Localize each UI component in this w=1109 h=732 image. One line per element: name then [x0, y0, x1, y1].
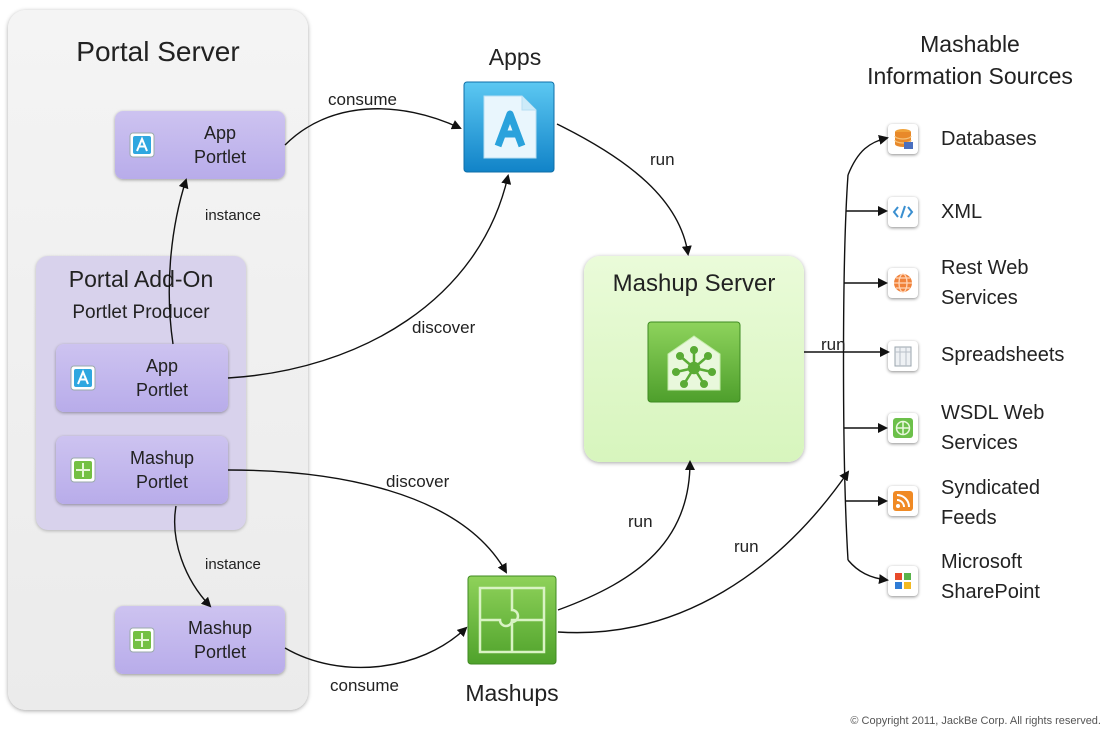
portal-mashup-portlet-line1: Mashup — [187, 618, 253, 638]
label-consume-bottom: consume — [330, 676, 399, 695]
portal-server-title: Portal Server — [76, 36, 240, 67]
source-wsdl-label: WSDL Web Services — [941, 398, 1044, 458]
portal-addon-title: Portal Add-On — [68, 266, 214, 292]
source-feeds-line2: Feeds — [941, 507, 997, 529]
source-rest-line2: Services — [941, 287, 1018, 309]
source-wsdl-line1: WSDL Web — [941, 402, 1045, 424]
arrow-consume-app — [284, 108, 462, 146]
arrow-consume-mashups — [284, 626, 468, 669]
app-portlet-icon — [129, 132, 155, 158]
arrow-instance-mashup — [174, 505, 212, 608]
label-run-mashups-sources: run — [734, 537, 759, 556]
arrow-instance-app — [168, 178, 189, 345]
database-icon — [888, 124, 918, 154]
wsdl-icon — [888, 413, 918, 443]
source-spreadsheets-label: Spreadsheets — [941, 344, 1065, 366]
sources-title: Mashable Information Sources — [840, 28, 1100, 92]
sources-title-line1: Mashable — [920, 31, 1020, 57]
copyright-notice: © Copyright 2011, JackBe Corp. All right… — [850, 715, 1101, 727]
portal-addon-subtitle: Portlet Producer — [72, 302, 210, 323]
source-xml-label: XML — [941, 201, 983, 223]
rest-web-services-icon — [888, 268, 918, 298]
apps-title: Apps — [488, 44, 542, 70]
apps-icon — [463, 81, 555, 173]
addon-mashup-portlet-line1: Mashup — [129, 448, 195, 468]
label-discover-bottom: discover — [386, 472, 450, 491]
sources-title-line2: Information Sources — [867, 63, 1073, 89]
fanout-sharepoint — [847, 559, 889, 585]
source-databases-label: Databases — [941, 128, 1037, 150]
arrow-discover-mashups — [227, 469, 507, 574]
source-sharepoint-label: Microsoft SharePoint — [941, 547, 1040, 607]
source-sharepoint-line2: SharePoint — [941, 581, 1040, 603]
source-wsdl-line2: Services — [941, 432, 1018, 454]
mashup-server-hub-icon — [647, 321, 741, 403]
mashup-portlet-icon — [129, 627, 155, 653]
fanout-databases — [847, 134, 889, 176]
mashup-portlet-icon — [70, 457, 96, 483]
arrow-discover-apps — [227, 174, 512, 379]
label-instance-bottom: instance — [205, 556, 261, 573]
source-sharepoint-line1: Microsoft — [941, 551, 1023, 573]
rss-feed-icon — [888, 486, 918, 516]
spreadsheet-icon — [888, 341, 918, 371]
label-run-server: run — [821, 335, 846, 354]
label-discover-top: discover — [412, 318, 476, 337]
addon-mashup-portlet-line2: Portlet — [135, 472, 189, 492]
label-consume-top: consume — [328, 90, 397, 109]
portal-app-portlet-line2: Portlet — [193, 147, 247, 167]
label-instance-top: instance — [205, 207, 261, 224]
portal-mashup-portlet-line2: Portlet — [193, 642, 247, 662]
sharepoint-icon — [888, 566, 918, 596]
source-feeds-line1: Syndicated — [941, 477, 1040, 499]
fanout-trunk — [842, 174, 849, 561]
label-run-apps: run — [650, 150, 675, 169]
mashups-puzzle-icon — [467, 575, 557, 665]
addon-app-portlet-line1: App — [145, 356, 179, 376]
arrow-run-apps — [556, 123, 692, 256]
label-run-mashups-server: run — [628, 512, 653, 531]
arrow-run-mashups-sources — [557, 470, 850, 634]
mashups-title: Mashups — [465, 680, 559, 706]
source-rest-label: Rest Web Services — [941, 253, 1028, 313]
source-feeds-label: Syndicated Feeds — [941, 473, 1040, 533]
source-rest-line1: Rest Web — [941, 257, 1029, 279]
addon-app-portlet-line2: Portlet — [135, 380, 189, 400]
app-portlet-icon — [70, 365, 96, 391]
portal-app-portlet-line1: App — [203, 123, 237, 143]
mashup-server-title: Mashup Server — [612, 270, 776, 297]
xml-icon — [888, 197, 918, 227]
arrow-run-mashups-server — [557, 460, 695, 611]
